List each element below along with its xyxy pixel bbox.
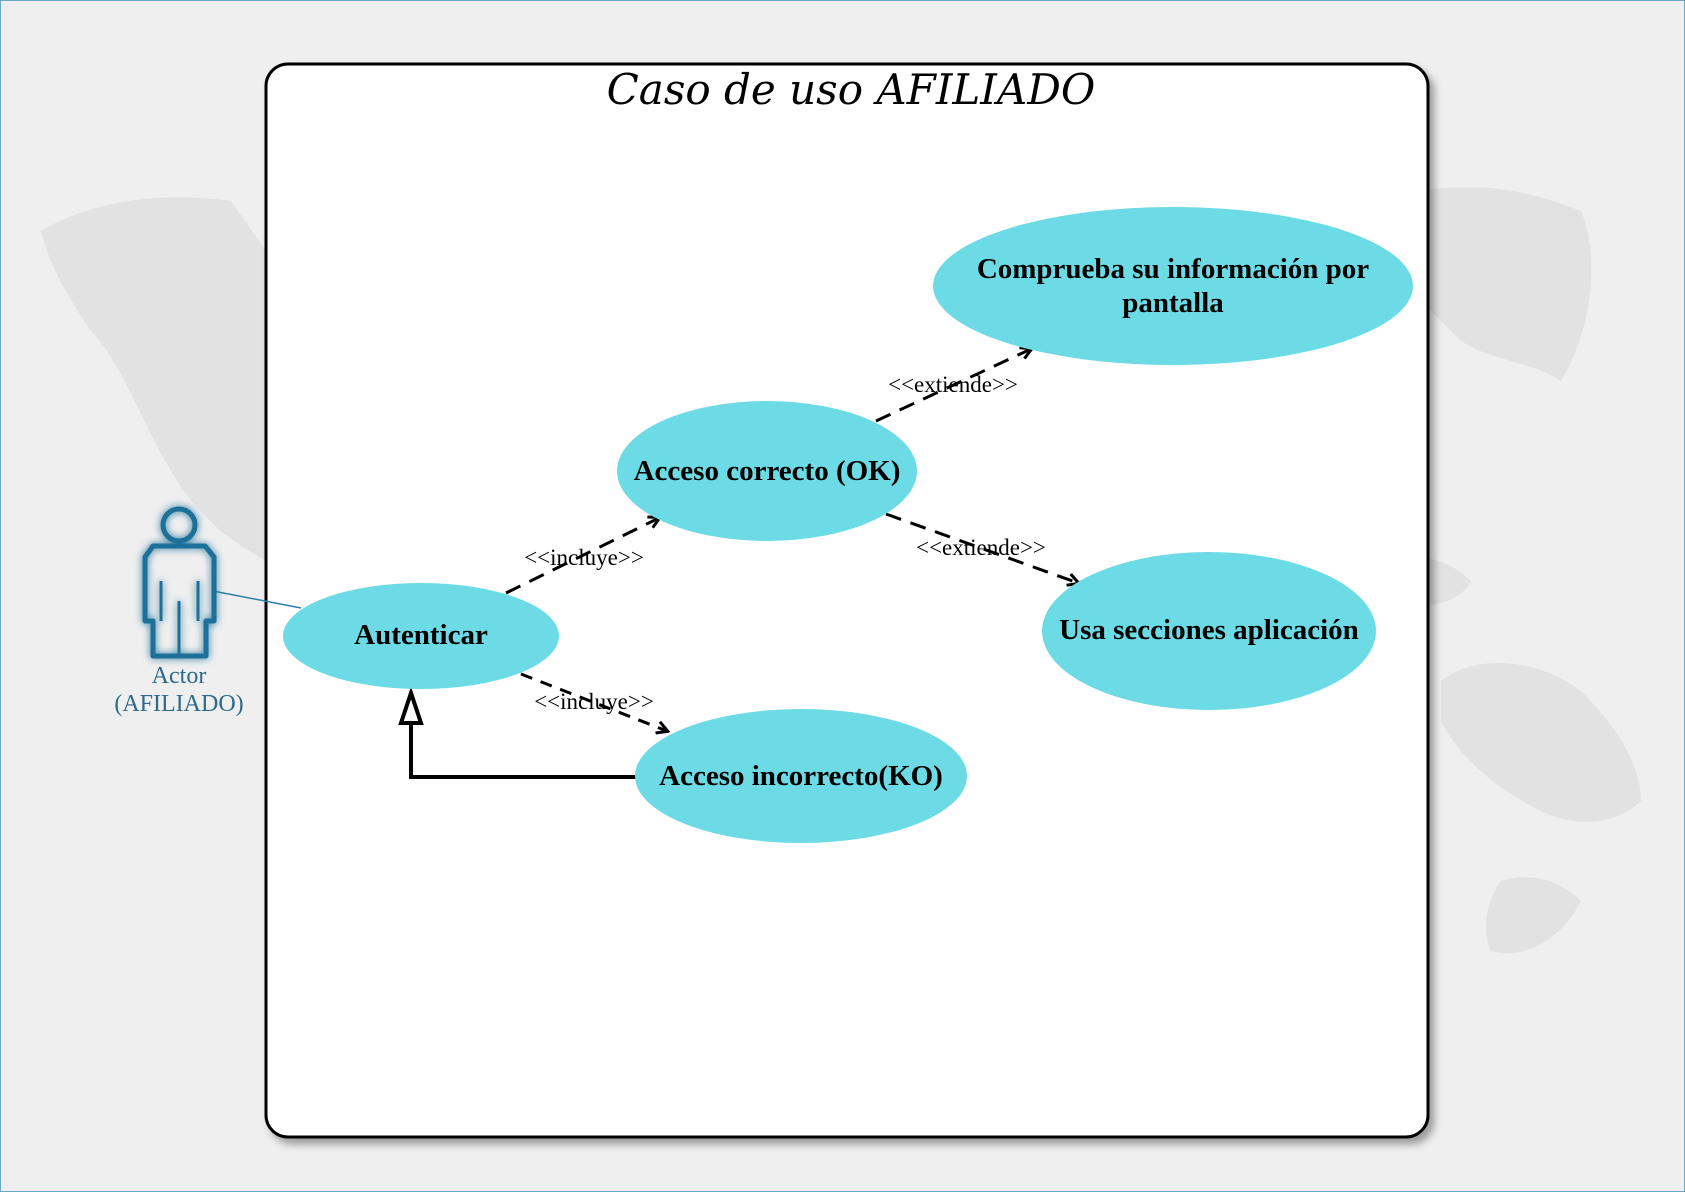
use-case-label-autenticar: Autenticar: [354, 619, 488, 651]
association-line: [212, 590, 302, 609]
use-case-label-comprueba-1: Comprueba su información por: [977, 253, 1369, 285]
include-arrow-ok: [505, 518, 659, 595]
actor-label-line1: Actor: [152, 663, 207, 689]
extend-arrow-comprueba: [875, 349, 1031, 423]
use-case-acceso-ko[interactable]: [635, 709, 967, 843]
relation-label-incluye-ko: <<incluye>>: [534, 689, 654, 714]
relation-label-extiende-comprueba: <<extiende>>: [888, 372, 1018, 397]
extend-arrow-usa: [885, 512, 1078, 583]
actor-figure-icon[interactable]: [142, 506, 217, 659]
actor-label-line2: (AFILIADO): [114, 691, 243, 717]
world-map-watermark: [41, 187, 1641, 954]
generalization-arrowhead: [398, 686, 424, 725]
include-arrow-ko: [520, 672, 667, 731]
use-case-autenticar[interactable]: [283, 583, 559, 689]
relation-label-extiende-usa: <<extiende>>: [916, 535, 1046, 560]
generalization-line: [409, 721, 637, 779]
use-case-acceso-ok[interactable]: [617, 401, 917, 541]
diagram-title: Caso de uso AFILIADO: [607, 65, 1096, 114]
use-case-comprueba[interactable]: [933, 207, 1413, 365]
use-case-label-comprueba-2: pantalla: [1122, 287, 1224, 319]
relation-label-incluye-ok: <<incluye>>: [524, 545, 644, 570]
use-case-label-usa-secciones: Usa secciones aplicación: [1059, 614, 1359, 646]
use-case-label-acceso-ok: Acceso correcto (OK): [634, 455, 901, 487]
use-case-usa-secciones[interactable]: [1042, 552, 1376, 710]
use-case-label-acceso-ko: Acceso incorrecto(KO): [659, 760, 943, 792]
